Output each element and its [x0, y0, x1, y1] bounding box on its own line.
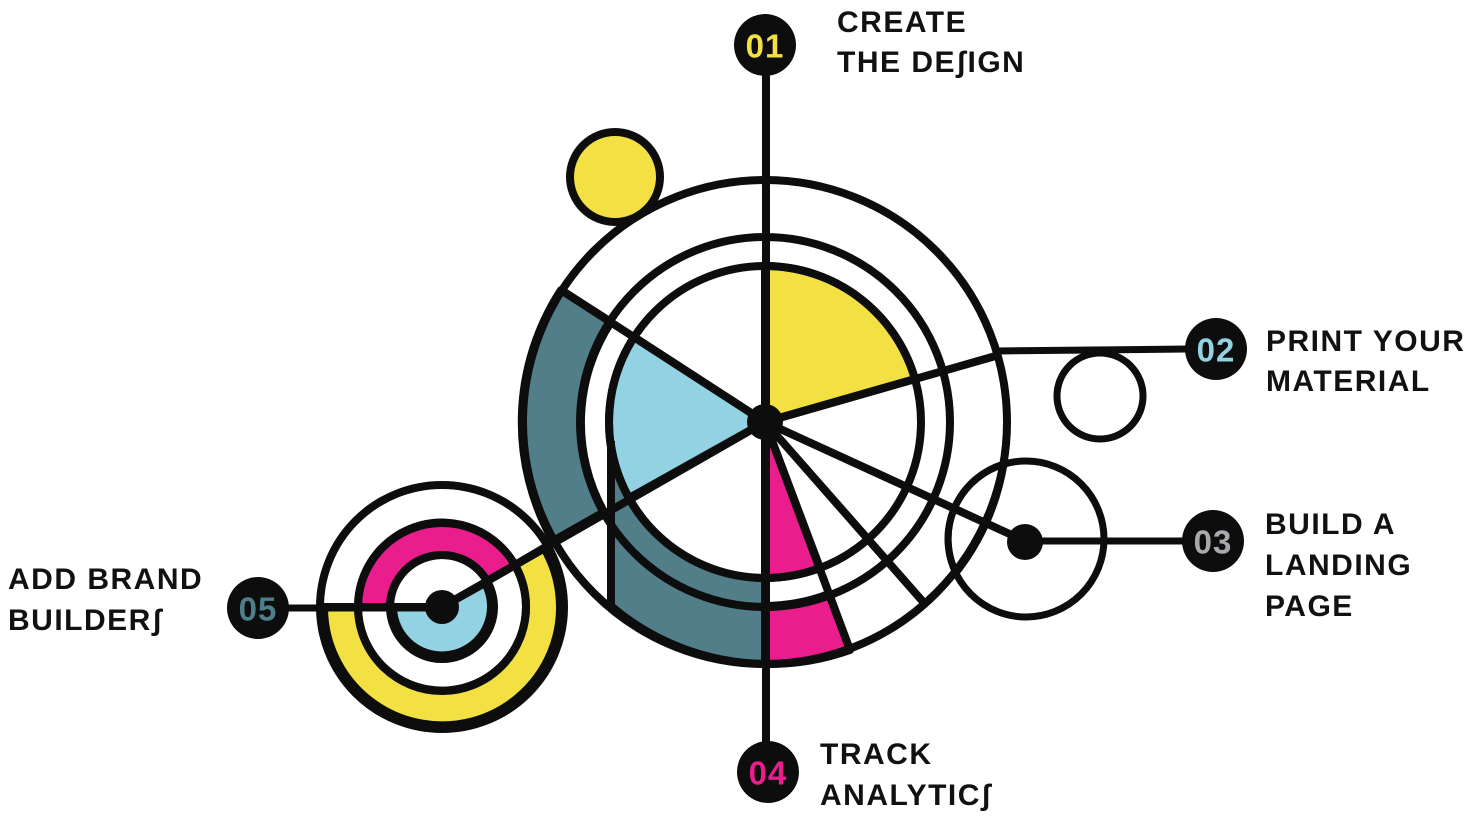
badge-number-03: 03	[1194, 524, 1233, 561]
badge-circle-01	[734, 14, 796, 76]
step-label-03-line-2: LANDING	[1265, 549, 1412, 582]
badge-number-02: 02	[1197, 332, 1236, 369]
badge-circle-03	[1182, 510, 1244, 572]
step-label-05: ADD BRAND BUILDERʃ	[8, 563, 203, 637]
step-label-01-line-2: THE DEʃIGN	[837, 46, 1025, 79]
wheel-center-dot	[747, 404, 783, 440]
cyan-wedge	[605, 333, 769, 502]
landing-dot	[1007, 524, 1043, 560]
badge-number-01: 01	[746, 28, 785, 65]
step-badge-02: 02	[1185, 318, 1247, 380]
print-satellite-circle	[1053, 349, 1147, 443]
step-badge-01: 01	[734, 14, 796, 76]
step-label-04: TRACK ANALYTICʃ	[820, 738, 993, 812]
brand-ray-line	[440, 418, 767, 611]
radial-line-lower-right	[761, 419, 929, 607]
step-label-05-line-1: ADD BRAND	[8, 563, 203, 596]
connector-line-02	[996, 345, 1188, 355]
step-label-02-line-1: PRINT YOUR	[1266, 325, 1465, 358]
badge-circle-05	[227, 577, 289, 639]
step-label-04-line-2: ANALYTICʃ	[820, 779, 993, 812]
step-label-01: CREATE THE DEʃIGN	[837, 6, 1025, 79]
badge-circle-02	[1185, 318, 1247, 380]
landing-ray-line	[763, 418, 1027, 545]
badge-number-04: 04	[749, 755, 788, 792]
brand-target-dot	[425, 590, 459, 624]
radial-line-upper-left	[558, 286, 768, 426]
radial-line-magenta-edge	[761, 420, 854, 652]
step-badge-05: 05	[227, 577, 289, 639]
step-label-01-line-1: CREATE	[837, 6, 967, 39]
overlap-lens	[944, 459, 1009, 580]
step-label-03: BUILD A LANDING PAGE	[1265, 508, 1412, 623]
step-label-04-line-1: TRACK	[820, 738, 933, 771]
badge-number-05: 05	[239, 591, 278, 628]
step-label-02-line-2: MATERIAL	[1266, 365, 1431, 398]
step-label-03-line-3: PAGE	[1265, 590, 1354, 623]
step-label-02: PRINT YOUR MATERIAL	[1266, 325, 1465, 398]
badge-circle-04	[737, 741, 799, 803]
step-label-05-line-2: BUILDERʃ	[8, 604, 164, 637]
yellow-satellite-disc	[566, 128, 664, 226]
step-badge-03: 03	[1182, 510, 1244, 572]
step-badge-04: 04	[737, 741, 799, 803]
radial-line-print	[763, 351, 1001, 426]
step-label-03-line-1: BUILD A	[1265, 508, 1396, 541]
